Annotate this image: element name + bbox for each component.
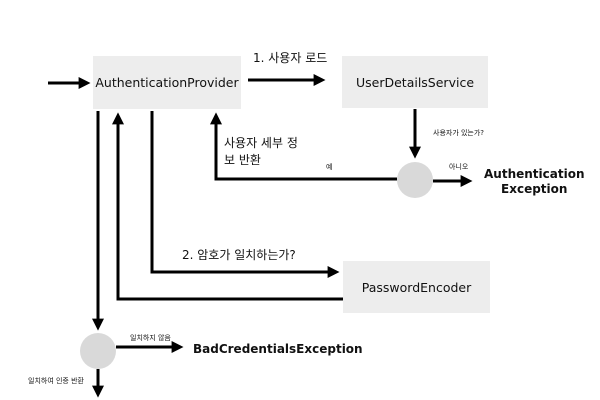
edge-password-result [112, 112, 343, 301]
node-authentication-provider: AuthenticationProvider [93, 56, 241, 109]
decision-user-exists [397, 162, 433, 198]
label-no: 아니오 [449, 163, 469, 171]
node-password-encoder: PasswordEncoder [343, 261, 490, 313]
node-user-details-service: UserDetailsService [342, 56, 488, 108]
label-authentication-exception-line2: Exception [501, 182, 568, 196]
label-mismatch: 일치하지 않음 [130, 334, 171, 342]
label-bad-credentials-exception: BadCredentialsException [193, 342, 363, 356]
label-return-user-details: 사용자 세부 정보 반환 [224, 136, 298, 167]
label-user-exists-question: 사용자가 있는가? [433, 129, 485, 137]
edge-return-user-details [210, 112, 397, 181]
node-user-details-service-label: UserDetailsService [355, 74, 475, 90]
decision-password-match [80, 333, 116, 369]
label-authentication-exception: Authentication Exception [484, 167, 585, 197]
label-authentication-exception-line1: Authentication [484, 167, 585, 181]
label-match-return-authentication: 일치하여 인증 반환 [28, 377, 84, 385]
label-yes: 예 [326, 163, 333, 171]
edge-password-check [150, 111, 340, 278]
node-authentication-provider-label: AuthenticationProvider [95, 75, 239, 90]
label-load-user: 1. 사용자 로드 [253, 51, 328, 65]
label-password-match-question: 2. 암호가 일치하는가? [182, 248, 296, 262]
node-password-encoder-label: PasswordEncoder [361, 279, 472, 295]
